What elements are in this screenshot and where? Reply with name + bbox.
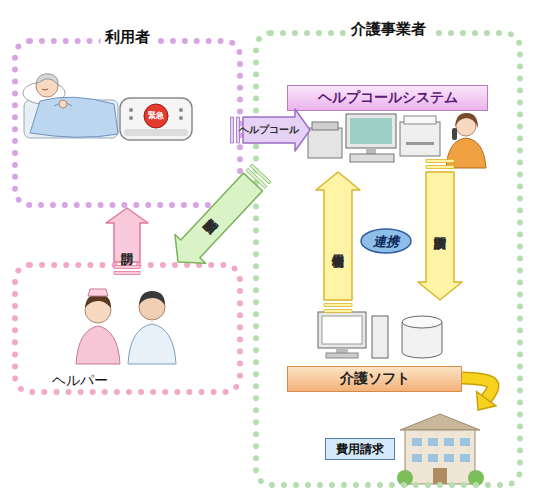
helpcall-system-equipment <box>308 128 342 158</box>
helpcall-system-equipment <box>400 122 440 156</box>
arrow-head <box>477 392 496 410</box>
cooperation-oval <box>361 229 411 253</box>
office-building <box>412 454 422 462</box>
office-building <box>460 438 470 446</box>
office-building <box>405 430 475 484</box>
helpcall-system-equipment <box>350 154 394 162</box>
user-region: 利用者 <box>12 38 243 208</box>
helpcall-system-equipment <box>346 114 396 148</box>
helper-woman <box>76 326 120 364</box>
arrow-tail-stripe <box>114 266 140 269</box>
helper-woman <box>88 289 108 296</box>
database-cylinder <box>402 316 442 358</box>
office-building <box>397 414 484 486</box>
helpcall-system-equipment <box>350 118 392 144</box>
arrow-tail-stripe <box>324 310 352 313</box>
emergency-call-device <box>120 98 192 140</box>
emergency-call-device <box>129 116 133 120</box>
care-software-computer <box>372 316 388 358</box>
arrow-tail-stripe <box>231 117 234 143</box>
operator-woman <box>455 113 478 128</box>
care-software-computer <box>326 353 358 358</box>
region-heading: 介護事業者 <box>346 19 431 39</box>
arrow-label: ヘルプコール <box>239 125 299 135</box>
care-software-box: 介護ソフト <box>287 300 462 392</box>
emergency-call-device <box>144 104 168 128</box>
block-arrow <box>106 208 148 262</box>
region-heading: ヘルパー <box>52 370 108 390</box>
box-label: ヘルプコールシステム <box>287 85 488 111</box>
arrow-tail-stripe <box>250 164 271 184</box>
helper-man <box>128 291 176 364</box>
care-software-computer <box>322 316 362 344</box>
operator-woman <box>446 138 486 168</box>
emergency-call-device <box>179 116 183 120</box>
provider-region: 介護事業者ヘルプコールシステム介護ソフト費用請求 <box>253 30 523 488</box>
cooperation-oval <box>361 229 411 253</box>
care-software-computer <box>318 312 366 348</box>
operator-woman <box>452 128 457 140</box>
care-software-computer <box>336 348 348 353</box>
elderly-in-bed <box>42 89 48 90</box>
elderly-in-bed <box>36 74 58 85</box>
database-cylinder <box>402 316 442 328</box>
helpcall-system-equipment <box>404 116 436 124</box>
helper-man <box>139 291 165 305</box>
office-building <box>428 438 438 446</box>
block-arrow <box>418 172 462 300</box>
helpcall-system-equipment <box>312 122 338 130</box>
elderly-in-bed <box>30 97 118 137</box>
billing-box: 費用請求 <box>325 410 490 487</box>
block-arrow <box>316 172 360 300</box>
cooperation-label: 連携 <box>373 235 399 248</box>
region-heading: 利用者 <box>100 27 155 47</box>
care-software-computer <box>318 312 388 358</box>
arrow-tail-stripe <box>426 160 454 163</box>
office-building <box>444 454 454 462</box>
helper-region: ヘルパー <box>12 262 243 395</box>
elderly-in-bed <box>23 74 118 138</box>
office-building <box>412 438 422 446</box>
office-building <box>433 468 447 484</box>
office-building <box>444 438 454 446</box>
office-building <box>400 414 480 430</box>
region-border <box>12 38 243 208</box>
arrow-tail-stripe <box>324 304 352 307</box>
emergency-call-device <box>124 129 188 136</box>
elderly-in-bed <box>59 100 67 108</box>
arrow-tail-stripe <box>426 166 454 169</box>
office-building <box>428 454 438 462</box>
block-arrow <box>175 173 262 263</box>
emergency-call-device <box>120 98 192 140</box>
box-label: 介護ソフト <box>287 366 462 392</box>
emergency-call-device <box>179 108 183 112</box>
helper-man <box>128 324 176 364</box>
office-building <box>460 454 470 462</box>
helper-woman <box>76 289 120 364</box>
box-label: 費用請求 <box>325 438 395 460</box>
helpcall-system-equipment <box>406 142 434 145</box>
helpcall-system-equipment <box>366 148 376 154</box>
helpcall-system-box: ヘルプコールシステム <box>310 85 490 172</box>
arrow-tail-stripe <box>114 272 140 275</box>
region-border <box>12 262 243 395</box>
helpcall-system-equipment <box>308 114 440 162</box>
emergency-call-device <box>129 108 133 112</box>
arrow-label: 訪問依頼 <box>217 211 226 219</box>
emergency-button-label: 緊急 <box>148 112 164 120</box>
